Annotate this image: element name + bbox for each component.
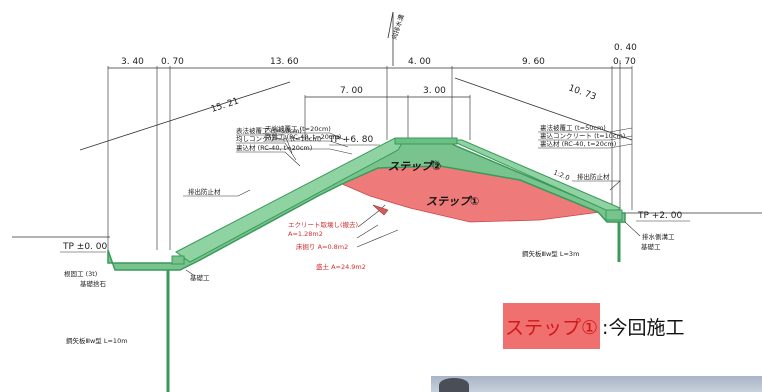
- dim-7-00: 7. 00: [340, 86, 363, 96]
- toe-right-label: 基礎工: [641, 242, 661, 251]
- dimension-extension-lines: [107, 60, 633, 250]
- crest-cover-label: 天端被覆工 (t=20cm): [265, 124, 331, 133]
- dim-0-40: 0. 40: [614, 43, 637, 53]
- front-concrete-label: 均しコンクリート (t=10cm): [236, 134, 321, 143]
- excavate-arrow: [372, 204, 389, 216]
- leader-lines: [183, 127, 633, 248]
- crest-slope-label: 2%: [430, 159, 440, 167]
- back-backfill-label: 裏込材 (RC-40, t=20cm): [540, 139, 616, 148]
- crest-pave-label: 路盤工 (RC-40, t=20cm): [265, 132, 341, 141]
- fill-label: 盛土 A=24.9m2: [316, 262, 366, 271]
- dim-15-21: 15. 21: [210, 96, 240, 114]
- crest-level-label: TP +6. 80: [328, 135, 374, 145]
- back-cover-label: 裏法被覆工 (t=50cm): [540, 123, 606, 132]
- foot-protect-label: 根固工 (3t): [64, 269, 97, 278]
- left-slope-cover: [175, 137, 406, 263]
- dim-13-60: 13. 60: [270, 57, 299, 67]
- toe-block-left: [171, 255, 185, 265]
- legend-highlight: ステップ①: [503, 303, 601, 349]
- drain-work-label: 排水側溝工: [642, 232, 675, 241]
- legend: ステップ① :今回施工: [503, 303, 684, 349]
- front-cover-label: 表法被覆工 (t=50cm): [236, 126, 302, 135]
- dim-0-70-right: 0. 70: [613, 57, 636, 67]
- crest-band: [394, 137, 458, 145]
- demolish-label: エクリート取壊し(撤去): [288, 220, 358, 229]
- legend-text: :今回施工: [602, 316, 685, 339]
- step2-label: ステップ②: [388, 160, 441, 173]
- sheet-right-label: 鋼矢板Ⅲw型 L=3m: [522, 249, 579, 258]
- right-slope-dimension-line: [454, 77, 633, 141]
- demolish-area-label: A=1.28m2: [288, 230, 323, 238]
- dim-3-40: 3. 40: [121, 57, 144, 67]
- photo-thumbnail: [431, 376, 762, 392]
- right-slope-cover: [449, 139, 621, 215]
- drain-left-label: 排出防止材: [188, 187, 221, 196]
- drain-right-label: 排出防止材: [577, 172, 610, 181]
- dim-0-70-left: 0. 70: [161, 57, 184, 67]
- tree-silhouette: [439, 378, 469, 392]
- right-level-label: TP +2. 00: [637, 211, 683, 221]
- toe-block-right: [605, 209, 623, 221]
- excavate-label: 床掘り A=0.8m2: [296, 242, 348, 251]
- front-backfill-label: 裏込材 (RC-40, t=20cm): [236, 143, 312, 152]
- dim-9-60: 9. 60: [522, 57, 545, 67]
- dim-10-73: 10. 73: [567, 83, 597, 102]
- dim-4-00: 4. 00: [408, 57, 431, 67]
- back-concrete-label: 裏込コンクリート (t=10cm): [540, 131, 625, 140]
- dim-3-00: 3. 00: [423, 86, 446, 96]
- sheet-left-label: 鋼矢板Ⅲw型 L=10m: [66, 336, 128, 345]
- left-slope-dimension-line: [79, 81, 291, 151]
- left-level-label: TP ±0. 00: [62, 242, 108, 252]
- toe-left-label: 基礎工: [190, 273, 210, 282]
- step1-label: ステップ①: [426, 195, 479, 208]
- foundation-stone-label: 基礎捨石: [80, 279, 107, 288]
